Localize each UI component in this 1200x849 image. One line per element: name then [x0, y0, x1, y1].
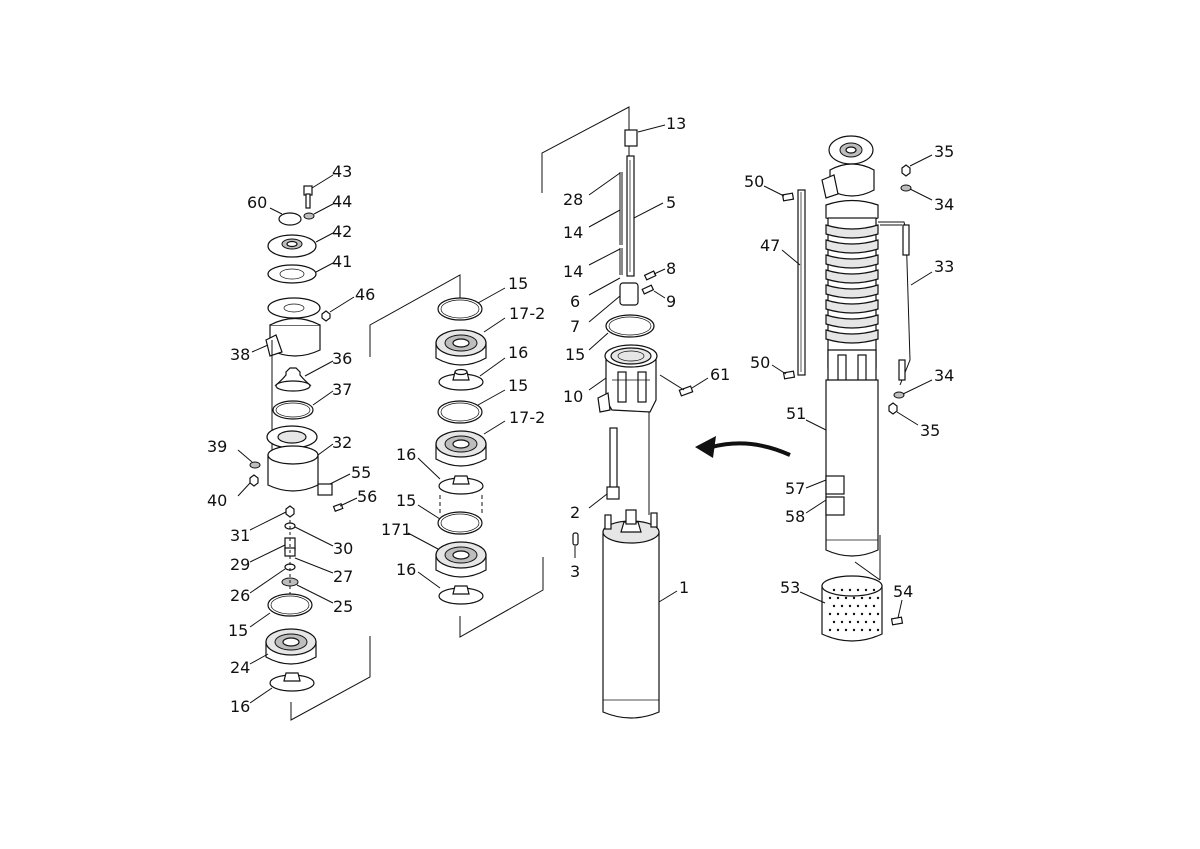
callout-label: 8	[666, 259, 676, 278]
callout-label: 30	[333, 539, 353, 558]
callout-label: 32	[332, 433, 352, 452]
suction-housing	[597, 344, 658, 413]
callout-label: 17-2	[509, 304, 545, 323]
callout-label: 60	[247, 193, 267, 212]
callout-label: 16	[396, 445, 416, 464]
callout-label: 38	[230, 345, 250, 364]
callout-label: 171	[381, 520, 412, 539]
callout-label: 36	[332, 349, 352, 368]
callout-label: 15	[508, 376, 528, 395]
callout-label: 46	[355, 285, 375, 304]
callout-label: 10	[563, 387, 583, 406]
assembled-pump	[763, 135, 933, 642]
callout-label: 34	[934, 366, 954, 385]
callout-label: 2	[570, 503, 580, 522]
discharge-assembly	[237, 174, 371, 721]
callout-labels: 13 28 5 14 14 8 6 9 7 15 61 10 2 3 1 43 …	[207, 114, 954, 716]
callout-label: 47	[760, 236, 780, 255]
callout-label: 15	[565, 345, 585, 364]
callout-label: 57	[785, 479, 805, 498]
callout-label: 40	[207, 491, 227, 510]
callout-label: 42	[332, 222, 352, 241]
callout-label: 43	[332, 162, 352, 181]
callout-label: 14	[563, 223, 583, 242]
motor-shaft	[609, 427, 618, 489]
coupling-sleeve	[624, 129, 638, 147]
callout-label: 15	[396, 491, 416, 510]
callout-label: 3	[570, 562, 580, 581]
callout-label: 44	[332, 192, 352, 211]
submersible-motor	[602, 509, 660, 719]
callout-label: 26	[230, 586, 250, 605]
shaft-key	[572, 532, 579, 546]
callout-label: 15	[508, 274, 528, 293]
callout-label: 55	[351, 463, 371, 482]
callout-label: 13	[666, 114, 686, 133]
callout-label: 16	[508, 343, 528, 362]
callout-label: 25	[333, 597, 353, 616]
callout-label: 6	[570, 292, 580, 311]
callout-label: 35	[920, 421, 940, 440]
motor-assembly	[541, 106, 709, 719]
callout-label: 39	[207, 437, 227, 456]
callout-label: 7	[570, 317, 580, 336]
callout-label: 33	[934, 257, 954, 276]
callout-label: 5	[666, 193, 676, 212]
callout-label: 24	[230, 658, 250, 677]
callout-label: 37	[332, 380, 352, 399]
pump-shaft	[626, 155, 635, 277]
callout-label: 14	[563, 262, 583, 281]
callout-label: 17-2	[509, 408, 545, 427]
callout-label: 35	[934, 142, 954, 161]
stage-stack	[369, 274, 544, 638]
callout-label: 28	[563, 190, 583, 209]
callout-label: 9	[666, 292, 676, 311]
callout-label: 41	[332, 252, 352, 271]
callout-label: 51	[786, 404, 806, 423]
callout-label: 50	[744, 172, 764, 191]
assembly-arrow-icon	[695, 436, 791, 458]
callout-label: 29	[230, 555, 250, 574]
callout-label: 50	[750, 353, 770, 372]
callout-label: 34	[934, 195, 954, 214]
callout-label: 16	[230, 697, 250, 716]
callout-label: 58	[785, 507, 805, 526]
callout-label: 54	[893, 582, 913, 601]
callout-label: 15	[228, 621, 248, 640]
callout-label: 16	[396, 560, 416, 579]
o-ring	[605, 314, 655, 338]
callout-label: 31	[230, 526, 250, 545]
cable-guard	[797, 189, 806, 376]
shaft-coupling	[619, 282, 639, 306]
callout-label: 56	[357, 487, 377, 506]
callout-label: 61	[710, 365, 730, 384]
callout-label: 53	[780, 578, 800, 597]
callout-label: 1	[679, 578, 689, 597]
callout-label: 27	[333, 567, 353, 586]
suction-strainer	[821, 585, 883, 642]
stage-rings	[825, 224, 879, 344]
